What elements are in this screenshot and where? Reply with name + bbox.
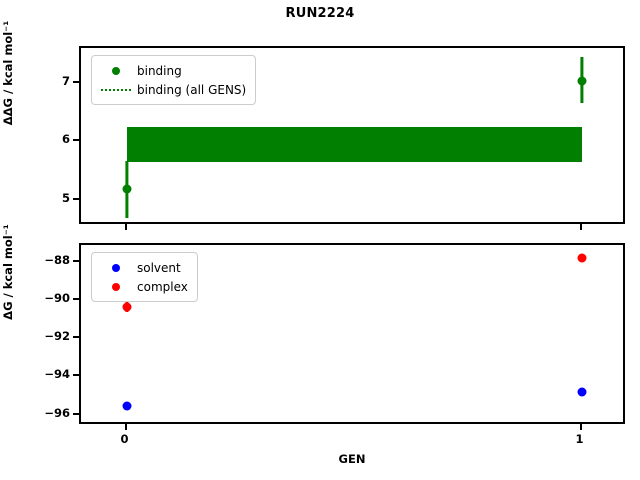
legend-bottom-item[interactable]: solvent <box>99 258 188 277</box>
x-tick-mark <box>124 224 127 230</box>
legend-top-item[interactable]: binding <box>99 61 246 80</box>
x-tick-label: 0 <box>120 432 129 446</box>
data-point-marker <box>122 184 131 194</box>
legend-label: complex <box>137 279 188 294</box>
data-point-marker <box>577 76 586 86</box>
y-tick-mark <box>73 336 79 339</box>
legend-key-dotted-line <box>99 88 133 91</box>
top-axis-y-label: ΔΔG / kcal mol⁻¹ <box>1 20 15 126</box>
y-tick-label: −90 <box>44 291 70 306</box>
y-tick-mark <box>73 260 79 263</box>
y-tick-mark <box>73 197 79 200</box>
legend-label: solvent <box>137 260 181 275</box>
x-tick-mark <box>579 424 582 430</box>
data-point-marker <box>577 387 586 397</box>
y-tick-label: −94 <box>44 367 70 382</box>
top-plot-legend[interactable]: binding binding (all GENS) <box>91 55 257 105</box>
data-point-marker <box>122 401 131 411</box>
x-axis-label: GEN <box>338 452 366 466</box>
bottom-plot-legend[interactable]: solvent complex <box>91 252 198 302</box>
legend-marker-dot-icon <box>112 263 120 272</box>
y-tick-label: 6 <box>61 132 70 147</box>
binding-all-gens-band <box>126 126 582 162</box>
legend-bottom-item[interactable]: complex <box>99 277 188 296</box>
legend-label: binding (all GENS) <box>137 82 247 97</box>
y-tick-label: −92 <box>44 329 70 344</box>
x-tick-mark <box>124 424 127 430</box>
y-tick-mark <box>73 81 79 84</box>
y-tick-mark <box>73 374 79 377</box>
y-tick-mark <box>73 298 79 301</box>
legend-marker-dot-icon <box>112 66 120 75</box>
y-tick-label: 7 <box>61 74 70 89</box>
y-tick-mark <box>73 412 79 415</box>
y-tick-label: 5 <box>61 190 70 205</box>
figure-title: RUN2224 <box>285 6 355 21</box>
legend-key-dot <box>99 66 133 75</box>
legend-top-item[interactable]: binding (all GENS) <box>99 80 246 99</box>
x-tick-label: 1 <box>575 432 584 446</box>
y-tick-label: −96 <box>44 405 70 420</box>
data-point-marker <box>122 302 131 312</box>
legend-label: binding <box>137 63 182 78</box>
x-tick-mark <box>579 224 582 230</box>
y-tick-label: −88 <box>44 253 70 268</box>
legend-dotted-line-icon <box>101 88 131 91</box>
legend-key-dot <box>99 263 133 272</box>
legend-marker-dot-icon <box>112 282 120 291</box>
data-point-marker <box>577 253 586 263</box>
legend-key-dot <box>99 282 133 291</box>
bottom-axis-y-label: ΔG / kcal mol⁻¹ <box>1 224 15 320</box>
y-tick-mark <box>73 139 79 142</box>
